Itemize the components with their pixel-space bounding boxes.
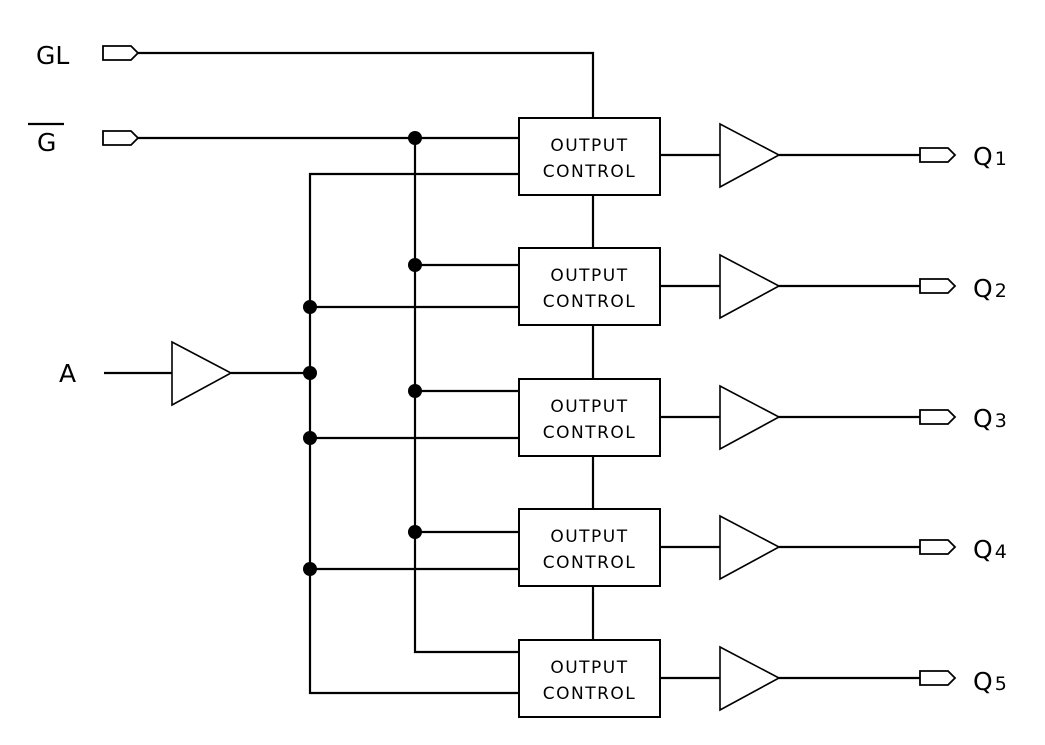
q3-output-port-icon <box>919 409 957 425</box>
output-control-block-2 <box>518 247 661 326</box>
g-bar-bus <box>413 138 519 654</box>
junction-dot <box>408 384 422 398</box>
gl-input-port-icon <box>102 45 140 61</box>
output-buffer-2-icon <box>719 253 781 320</box>
q3-index: 3 <box>995 410 1007 432</box>
block-3-label-line2: CONTROL <box>543 423 637 443</box>
output-control-block-3 <box>518 378 661 457</box>
a-input-buffer-icon <box>171 340 233 407</box>
output-control-block-1 <box>518 117 661 196</box>
q5-index: 5 <box>995 673 1007 695</box>
block-4-label-line2: CONTROL <box>543 553 637 573</box>
q2-letter: Q <box>973 274 993 303</box>
junction-dot <box>303 366 317 380</box>
q5-letter: Q <box>973 667 993 696</box>
block-5-label-line1: OUTPUT <box>550 658 628 678</box>
block-5-label-line2: CONTROL <box>543 684 637 704</box>
junction-dot <box>303 562 317 576</box>
q4-letter: Q <box>973 535 993 564</box>
a-input-label: A <box>59 359 76 388</box>
q1-output-port-icon <box>919 147 957 163</box>
block-2-label-line2: CONTROL <box>543 292 637 312</box>
output-buffer-4-icon <box>719 514 781 581</box>
gl-wire <box>138 51 595 118</box>
q4-index: 4 <box>995 541 1007 563</box>
block-2-label-line1: OUTPUT <box>550 266 628 286</box>
output-buffer-3-icon <box>719 384 781 451</box>
output-buffer-1-icon <box>719 122 781 189</box>
g-bar-input-label: G <box>37 128 56 157</box>
q2-index: 2 <box>995 280 1007 302</box>
junction-dot <box>303 300 317 314</box>
output-control-block-5 <box>518 639 661 718</box>
q1-letter: Q <box>973 142 993 171</box>
junction-dot <box>408 525 422 539</box>
block-4-label-line1: OUTPUT <box>550 527 628 547</box>
block-3-label-line1: OUTPUT <box>550 397 628 417</box>
block-1-label-line2: CONTROL <box>543 162 637 182</box>
block-1-label-line1: OUTPUT <box>550 136 628 156</box>
q4-output-port-icon <box>919 539 957 555</box>
q3-letter: Q <box>973 404 993 433</box>
gl-input-label: GL <box>36 41 69 70</box>
output-control-block-4 <box>518 508 661 587</box>
q2-output-port-icon <box>919 278 957 294</box>
q5-output-port-icon <box>919 670 957 686</box>
g-bar-input-port-icon <box>102 130 140 146</box>
junction-dot <box>303 431 317 445</box>
q1-index: 1 <box>995 148 1007 170</box>
output-buffer-5-icon <box>719 645 781 712</box>
junction-dot <box>408 258 422 272</box>
junction-dot <box>408 131 422 145</box>
